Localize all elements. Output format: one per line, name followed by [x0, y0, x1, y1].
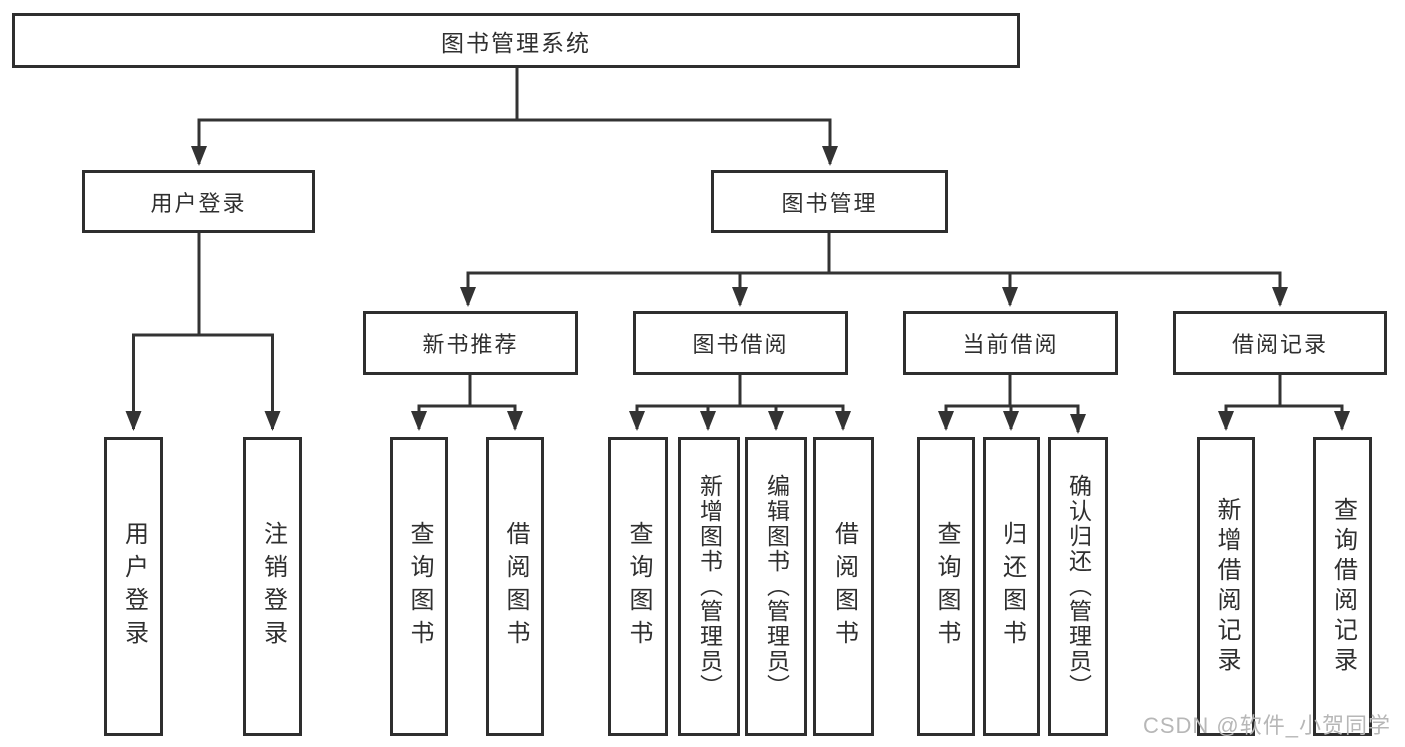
- leaf-label: 借阅图书: [830, 520, 858, 653]
- leaf-label: 新增图书（管理员）: [696, 474, 723, 699]
- node-library-system: 图书管理系统: [12, 13, 1020, 68]
- leaf-label: 借阅图书: [502, 520, 529, 653]
- node-book-management: 图书管理: [711, 170, 948, 233]
- leaf-label: 查询图书: [406, 520, 433, 653]
- node-new-book-recommendation: 新书推荐: [363, 311, 578, 375]
- leaf-query-borrow-record: 查询借阅记录: [1313, 437, 1372, 736]
- leaf-return-books: 归还图书: [983, 437, 1040, 736]
- leaf-confirm-return-admin: 确认归还（管理员）: [1048, 437, 1108, 736]
- leaf-logout: 注销登录: [243, 437, 302, 736]
- leaf-label: 注销登录: [259, 520, 287, 653]
- leaf-label: 查询借阅记录: [1329, 496, 1357, 677]
- leaf-add-book-admin: 新增图书（管理员）: [678, 437, 740, 736]
- node-book-borrowing: 图书借阅: [633, 311, 848, 375]
- leaf-query-books-current: 查询图书: [917, 437, 975, 736]
- leaf-label: 查询图书: [933, 520, 960, 653]
- leaf-label: 用户登录: [120, 520, 148, 653]
- leaf-label: 归还图书: [998, 520, 1026, 653]
- leaf-label: 新增借阅记录: [1213, 496, 1240, 677]
- node-user-login: 用户登录: [82, 170, 315, 233]
- leaf-borrow-books-newbook: 借阅图书: [486, 437, 544, 736]
- csdn-watermark: CSDN @软件_小贺同学: [1142, 713, 1391, 738]
- leaf-add-borrow-record: 新增借阅记录: [1197, 437, 1255, 736]
- leaf-edit-book-admin: 编辑图书（管理员）: [745, 437, 807, 736]
- leaf-label: 查询图书: [625, 520, 652, 653]
- leaf-query-books-borrow: 查询图书: [608, 437, 668, 736]
- leaf-borrow-books-borrow: 借阅图书: [813, 437, 874, 736]
- leaf-label: 编辑图书（管理员）: [763, 474, 790, 699]
- node-borrowing-records: 借阅记录: [1173, 311, 1387, 375]
- node-current-borrowing: 当前借阅: [903, 311, 1118, 375]
- leaf-query-books-newbook: 查询图书: [390, 437, 448, 736]
- leaf-user-login: 用户登录: [104, 437, 163, 736]
- leaf-label: 确认归还（管理员）: [1065, 474, 1092, 699]
